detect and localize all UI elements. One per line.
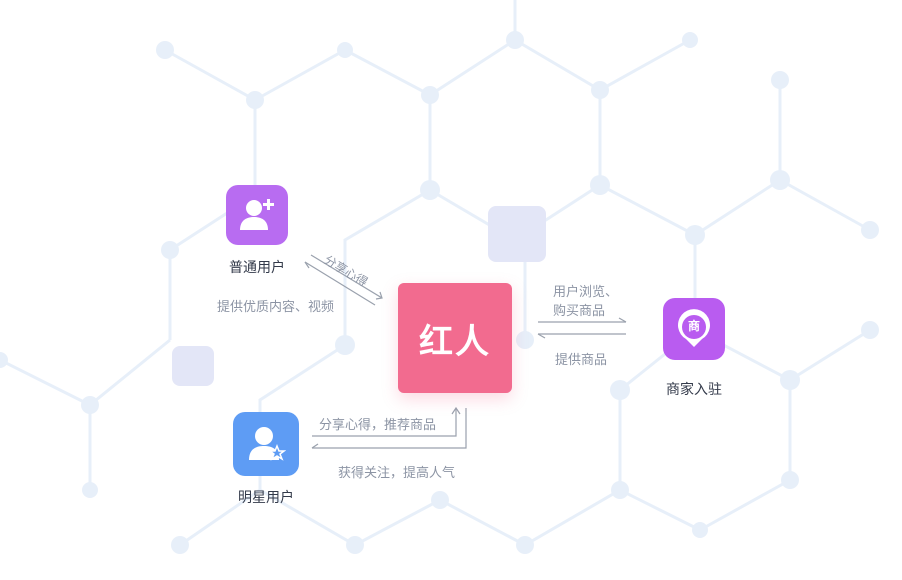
add-user-icon (240, 199, 274, 230)
edge-label-browse-line1: 用户浏览、 (553, 285, 619, 300)
center-label: 红人 (419, 321, 491, 362)
merchant-tile (663, 298, 725, 360)
star-user-label: 明星用户 (238, 490, 294, 506)
normal-user-label: 普通用户 (229, 260, 285, 276)
arrow-star-to-center (312, 408, 457, 437)
merchant-label: 商家入驻 (666, 382, 722, 398)
edge-label-provide-content: 提供优质内容、视频 (217, 300, 335, 315)
arrow-center-to-star (312, 408, 467, 449)
merchant-icon-glyph: 商 (687, 319, 700, 333)
decorative-square (172, 346, 214, 386)
decorative-square (488, 206, 546, 262)
edge-label-share-recommend: 分享心得，推荐商品 (319, 418, 437, 433)
center-influencer-tile: 红人 (398, 283, 512, 393)
arrow-normal-to-center (310, 254, 383, 299)
edge-label-gain-attention: 获得关注，提高人气 (338, 466, 456, 481)
arrow-center-to-normal (304, 261, 376, 306)
star-user-icon (249, 427, 286, 461)
star-user-tile (233, 412, 299, 476)
normal-user-tile (226, 185, 288, 245)
edge-label-provide-goods: 提供商品 (555, 353, 608, 368)
edge-label-browse-line2: 购买商品 (553, 304, 606, 319)
shop-pin-icon (678, 309, 710, 347)
